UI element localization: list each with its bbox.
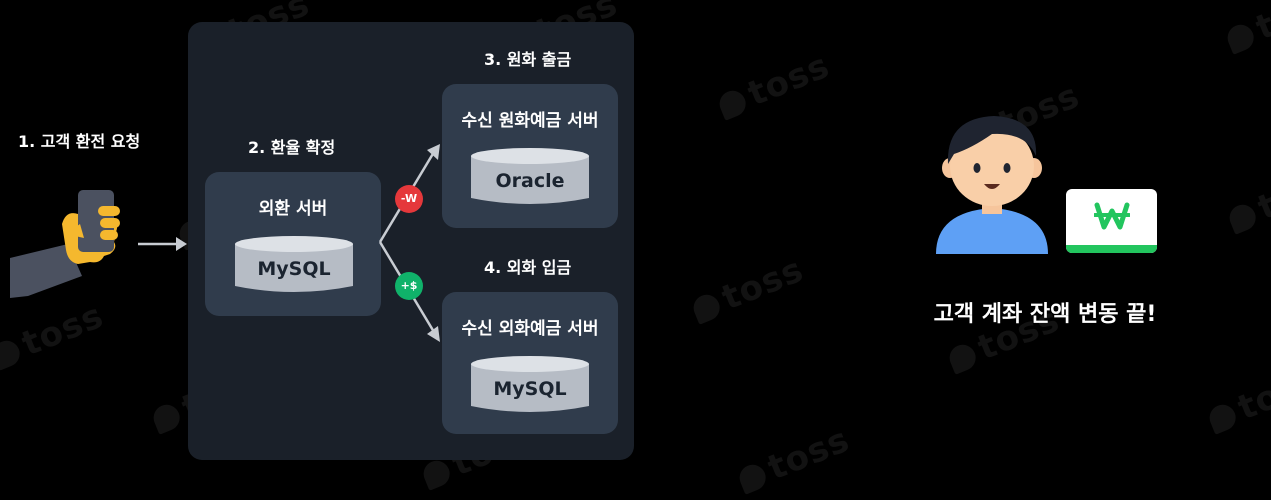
toss-watermark: toss xyxy=(687,250,809,331)
database-icon: MySQL xyxy=(235,236,353,296)
person-icon xyxy=(936,116,1048,254)
foreign-db-label: MySQL xyxy=(493,378,567,400)
krw-server-title: 수신 원화예금 서버 xyxy=(461,111,599,131)
won-card-accent xyxy=(1066,245,1157,253)
won-card-icon xyxy=(1066,189,1157,253)
toss-watermark: toss xyxy=(1221,0,1271,60)
won-sign-icon xyxy=(1094,202,1130,230)
step3-label: 3. 원화 출금 xyxy=(484,50,572,69)
krw-deposit-server: 수신 원화예금 서버 Oracle xyxy=(442,84,618,228)
fx-server: 외환 서버 MySQL xyxy=(205,172,381,316)
toss-watermark: toss xyxy=(0,296,109,377)
step1-label: 1. 고객 환전 요청 xyxy=(18,132,141,151)
toss-watermark: toss xyxy=(1223,160,1271,241)
krw-db-label: Oracle xyxy=(495,170,565,192)
foreign-server-title: 수신 외화예금 서버 xyxy=(461,319,599,339)
toss-watermark: toss xyxy=(733,420,855,500)
arrow-icon xyxy=(138,237,187,251)
withdraw-badge: -W xyxy=(395,185,423,213)
final-status-text: 고객 계좌 잔액 변동 끝! xyxy=(933,302,1157,327)
database-icon: Oracle xyxy=(471,148,589,208)
deposit-badge: +$ xyxy=(395,272,423,300)
hand-phone-icon xyxy=(10,190,120,298)
step4-label: 4. 외화 입금 xyxy=(484,258,572,277)
database-icon: MySQL xyxy=(471,356,589,416)
step2-label: 2. 환율 확정 xyxy=(248,138,336,157)
fx-db-label: MySQL xyxy=(257,258,331,280)
fx-server-title: 외환 서버 xyxy=(258,199,328,219)
branch-arrows xyxy=(378,144,440,342)
foreign-deposit-server: 수신 외화예금 서버 MySQL xyxy=(442,292,618,434)
toss-watermark: toss xyxy=(1203,360,1271,441)
toss-watermark: toss xyxy=(713,46,835,127)
